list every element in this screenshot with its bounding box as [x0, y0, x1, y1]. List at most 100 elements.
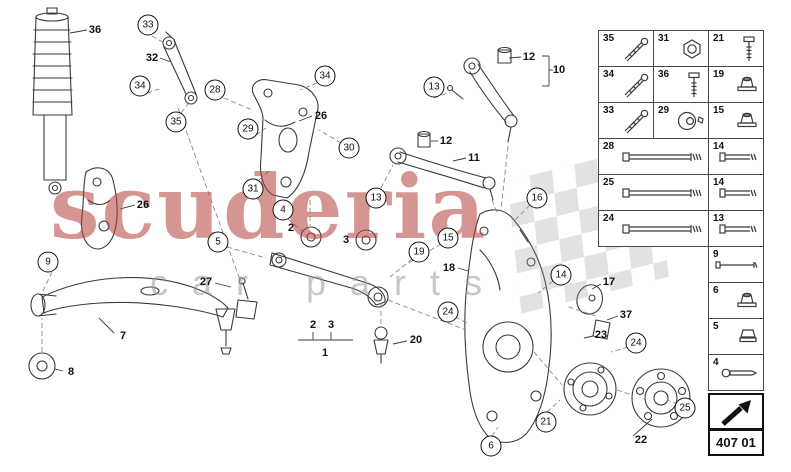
- callout-circle-15: 15: [437, 227, 459, 249]
- callout-circle-25: 25: [674, 397, 696, 419]
- fastener-cell-33: 33: [598, 102, 654, 139]
- side-bracket: [80, 167, 118, 250]
- fastener-cell-34: 34: [598, 66, 654, 103]
- bolt-horizontal-long-icon: [621, 221, 705, 237]
- fastener-cell-14: 14: [708, 138, 764, 175]
- fastener-number: 33: [603, 105, 615, 116]
- fastener-number: 14: [713, 177, 725, 188]
- callout-label-32: 32: [145, 52, 159, 64]
- fastener-cell-35: 35: [598, 30, 654, 67]
- wheel-bearing: [563, 362, 617, 416]
- fastener-number: 19: [713, 69, 725, 80]
- callout-circle-14: 14: [550, 264, 572, 286]
- sensor-link: [235, 277, 258, 320]
- dashed-construction-lines: [41, 35, 679, 437]
- callout-circle-13: 13: [423, 76, 445, 98]
- callout-circle-13: 13: [365, 187, 387, 209]
- upper-control-arm-front: [446, 46, 518, 143]
- upper-control-arm-rear: [389, 130, 496, 201]
- bolt-vertical-icon: [683, 70, 705, 100]
- fastener-number: 35: [603, 33, 615, 44]
- bolt-horizontal-icon: [718, 149, 760, 165]
- watermark-brand: scuderia: [50, 155, 488, 259]
- callout-label-18: 18: [442, 262, 456, 274]
- callout-label-10: 10: [552, 64, 566, 76]
- callout-circle-24: 24: [437, 301, 459, 323]
- callout-label-11: 11: [468, 152, 480, 164]
- fastener-cell-31: 31: [653, 30, 709, 67]
- callout-label-26: 26: [314, 110, 328, 122]
- wishbone-bushing: [28, 352, 56, 380]
- hex-nut-icon: [679, 36, 705, 62]
- bolt-horizontal-icon: [718, 185, 760, 201]
- fastener-cell-9: 9: [708, 246, 764, 283]
- callout-label-20: 20: [409, 334, 423, 346]
- fastener-cell-36: 36: [653, 66, 709, 103]
- callout-circle-24: 24: [625, 332, 647, 354]
- straight-control-arm: [269, 226, 389, 308]
- fastener-number: 29: [658, 105, 670, 116]
- callout-label-36: 36: [88, 24, 102, 36]
- callout-label-26: 26: [136, 199, 150, 211]
- watermark-tagline: car parts: [150, 262, 507, 303]
- fastener-number: 9: [713, 249, 719, 260]
- callout-label-23: 23: [594, 329, 608, 341]
- flange-nut-icon: [734, 290, 760, 312]
- callout-circle-19: 19: [408, 241, 430, 263]
- fastener-cell-6: 6: [708, 282, 764, 319]
- arrow-ne-icon: [721, 399, 751, 426]
- air-strut: [32, 7, 73, 195]
- bolt-vertical-icon: [738, 34, 760, 64]
- callout-label-12: 12: [439, 135, 453, 147]
- eccentric-washer-icon: [675, 109, 705, 133]
- callout-label-2: 2: [287, 222, 295, 234]
- screw-diagonal-icon: [620, 71, 650, 99]
- fastener-number: 6: [713, 285, 719, 296]
- stabilizer-link: [162, 31, 198, 105]
- fastener-number: 5: [713, 321, 719, 332]
- callout-label-37: 37: [619, 309, 633, 321]
- fastener-number: 28: [603, 141, 615, 152]
- part-code-box: 407 01: [708, 429, 764, 456]
- callout-label-12: 12: [522, 51, 536, 63]
- fastener-cell-4: 4: [708, 354, 764, 391]
- callout-label-8: 8: [67, 366, 75, 378]
- callout-circle-4: 4: [272, 199, 294, 221]
- callout-circle-28: 28: [204, 79, 226, 101]
- part-code: 407 01: [716, 435, 756, 450]
- screw-diagonal-icon: [620, 107, 650, 135]
- fastener-cell-24: 24: [598, 210, 709, 247]
- bolt-horizontal-icon: [718, 221, 760, 237]
- callout-label-1: 1: [321, 347, 329, 359]
- hex-nut-side-icon: [736, 326, 760, 348]
- bolt-horizontal-long-icon: [621, 149, 705, 165]
- fastener-number: 21: [713, 33, 725, 44]
- leader-lines: [54, 29, 653, 437]
- callout-circle-5: 5: [207, 231, 229, 253]
- callout-circle-30: 30: [338, 137, 360, 159]
- fastener-cell-29: 29: [653, 102, 709, 139]
- fastener-number: 34: [603, 69, 615, 80]
- fastener-cell-28: 28: [598, 138, 709, 175]
- callout-label-2: 2: [309, 319, 317, 331]
- fastener-number: 4: [713, 357, 719, 368]
- fastener-cell-5: 5: [708, 318, 764, 355]
- fastener-cell-13: 13: [708, 210, 764, 247]
- callout-circle-35: 35: [165, 111, 187, 133]
- fastener-number: 25: [603, 177, 615, 188]
- callout-circle-21: 21: [535, 411, 557, 433]
- callout-circle-34: 34: [314, 65, 336, 87]
- fastener-cell-14: 14: [708, 174, 764, 211]
- callout-label-27: 27: [199, 276, 213, 288]
- callout-circle-33: 33: [137, 14, 159, 36]
- bolt-horizontal-long-thin-icon: [714, 259, 760, 271]
- flange-nut-icon: [734, 74, 760, 96]
- fastener-cell-19: 19: [708, 66, 764, 103]
- fastener-number: 13: [713, 213, 725, 224]
- fastener-cell-25: 25: [598, 174, 709, 211]
- screw-diagonal-icon: [620, 35, 650, 63]
- callout-circle-31: 31: [242, 178, 264, 200]
- fastener-number: 24: [603, 213, 615, 224]
- fastener-number: 14: [713, 141, 725, 152]
